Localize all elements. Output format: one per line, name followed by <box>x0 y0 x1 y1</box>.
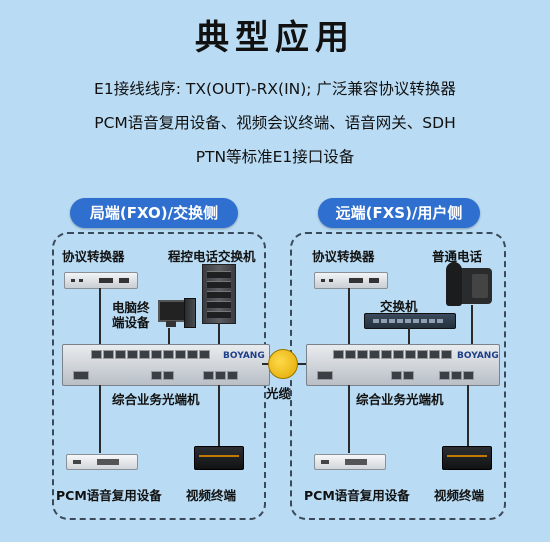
left-line-pcm <box>99 385 101 453</box>
right-video-label: 视频终端 <box>434 488 485 503</box>
right-line-video <box>467 385 469 447</box>
description-line-3: PTN等标准E1接口设备 <box>195 148 355 166</box>
right-service-terminal: BOYANG <box>306 344 500 386</box>
left-line-computer <box>168 328 170 344</box>
left-line-video <box>218 385 220 447</box>
description-line-2: PCM语音复用设备、视频会议终端、语音网关、SDH <box>94 114 456 132</box>
left-converter-label: 协议转换器 <box>62 249 125 264</box>
left-service-terminal: BOYANG <box>62 344 270 386</box>
left-pbx-cabinet <box>202 264 236 324</box>
right-heading: 远端(FXS)/用户侧 <box>318 198 480 228</box>
right-phone-label: 普通电话 <box>432 249 483 264</box>
left-pcm-label: PCM语音复用设备 <box>56 488 162 503</box>
left-line-converter <box>99 288 101 344</box>
right-line-pcm <box>348 385 350 453</box>
page-title: 典型应用 <box>195 18 355 58</box>
monitor-stand <box>166 321 176 327</box>
left-line-pbx <box>218 323 220 344</box>
right-line-switch <box>408 328 410 344</box>
cable-label: 光缆 <box>266 386 292 401</box>
left-terminal-label: 综合业务光端机 <box>112 392 200 407</box>
description-line-1: E1接线线序: TX(OUT)-RX(IN); 广泛兼容协议转换器 <box>94 80 456 98</box>
right-protocol-converter <box>314 272 388 289</box>
right-terminal-label: 综合业务光端机 <box>356 392 444 407</box>
right-video-terminal <box>442 446 492 470</box>
right-converter-label: 协议转换器 <box>312 249 375 264</box>
fiber-cable-icon <box>268 349 298 379</box>
computer-label-line2: 端设备 <box>112 315 150 330</box>
right-brand-logo: BOYANG <box>457 351 499 361</box>
telephone-handset-icon <box>446 262 462 306</box>
left-brand-logo: BOYANG <box>223 351 265 361</box>
right-pcm-label: PCM语音复用设备 <box>304 488 410 503</box>
left-pcm-device <box>66 454 138 470</box>
right-network-switch <box>364 313 456 329</box>
left-video-label: 视频终端 <box>186 488 237 503</box>
left-heading: 局端(FXO)/交换侧 <box>70 198 238 228</box>
computer-label-line1: 电脑终 <box>112 300 150 315</box>
right-switch-label: 交换机 <box>380 299 418 314</box>
left-computer-tower <box>184 298 196 328</box>
left-computer-label: 电脑终 端设备 <box>112 300 150 330</box>
right-line-converter <box>348 288 350 344</box>
left-pbx-label: 程控电话交换机 <box>168 249 256 264</box>
left-video-terminal <box>194 446 244 470</box>
right-line-phone <box>471 305 473 344</box>
right-pcm-device <box>314 454 386 470</box>
left-protocol-converter <box>64 272 138 289</box>
left-computer-monitor <box>158 300 186 322</box>
